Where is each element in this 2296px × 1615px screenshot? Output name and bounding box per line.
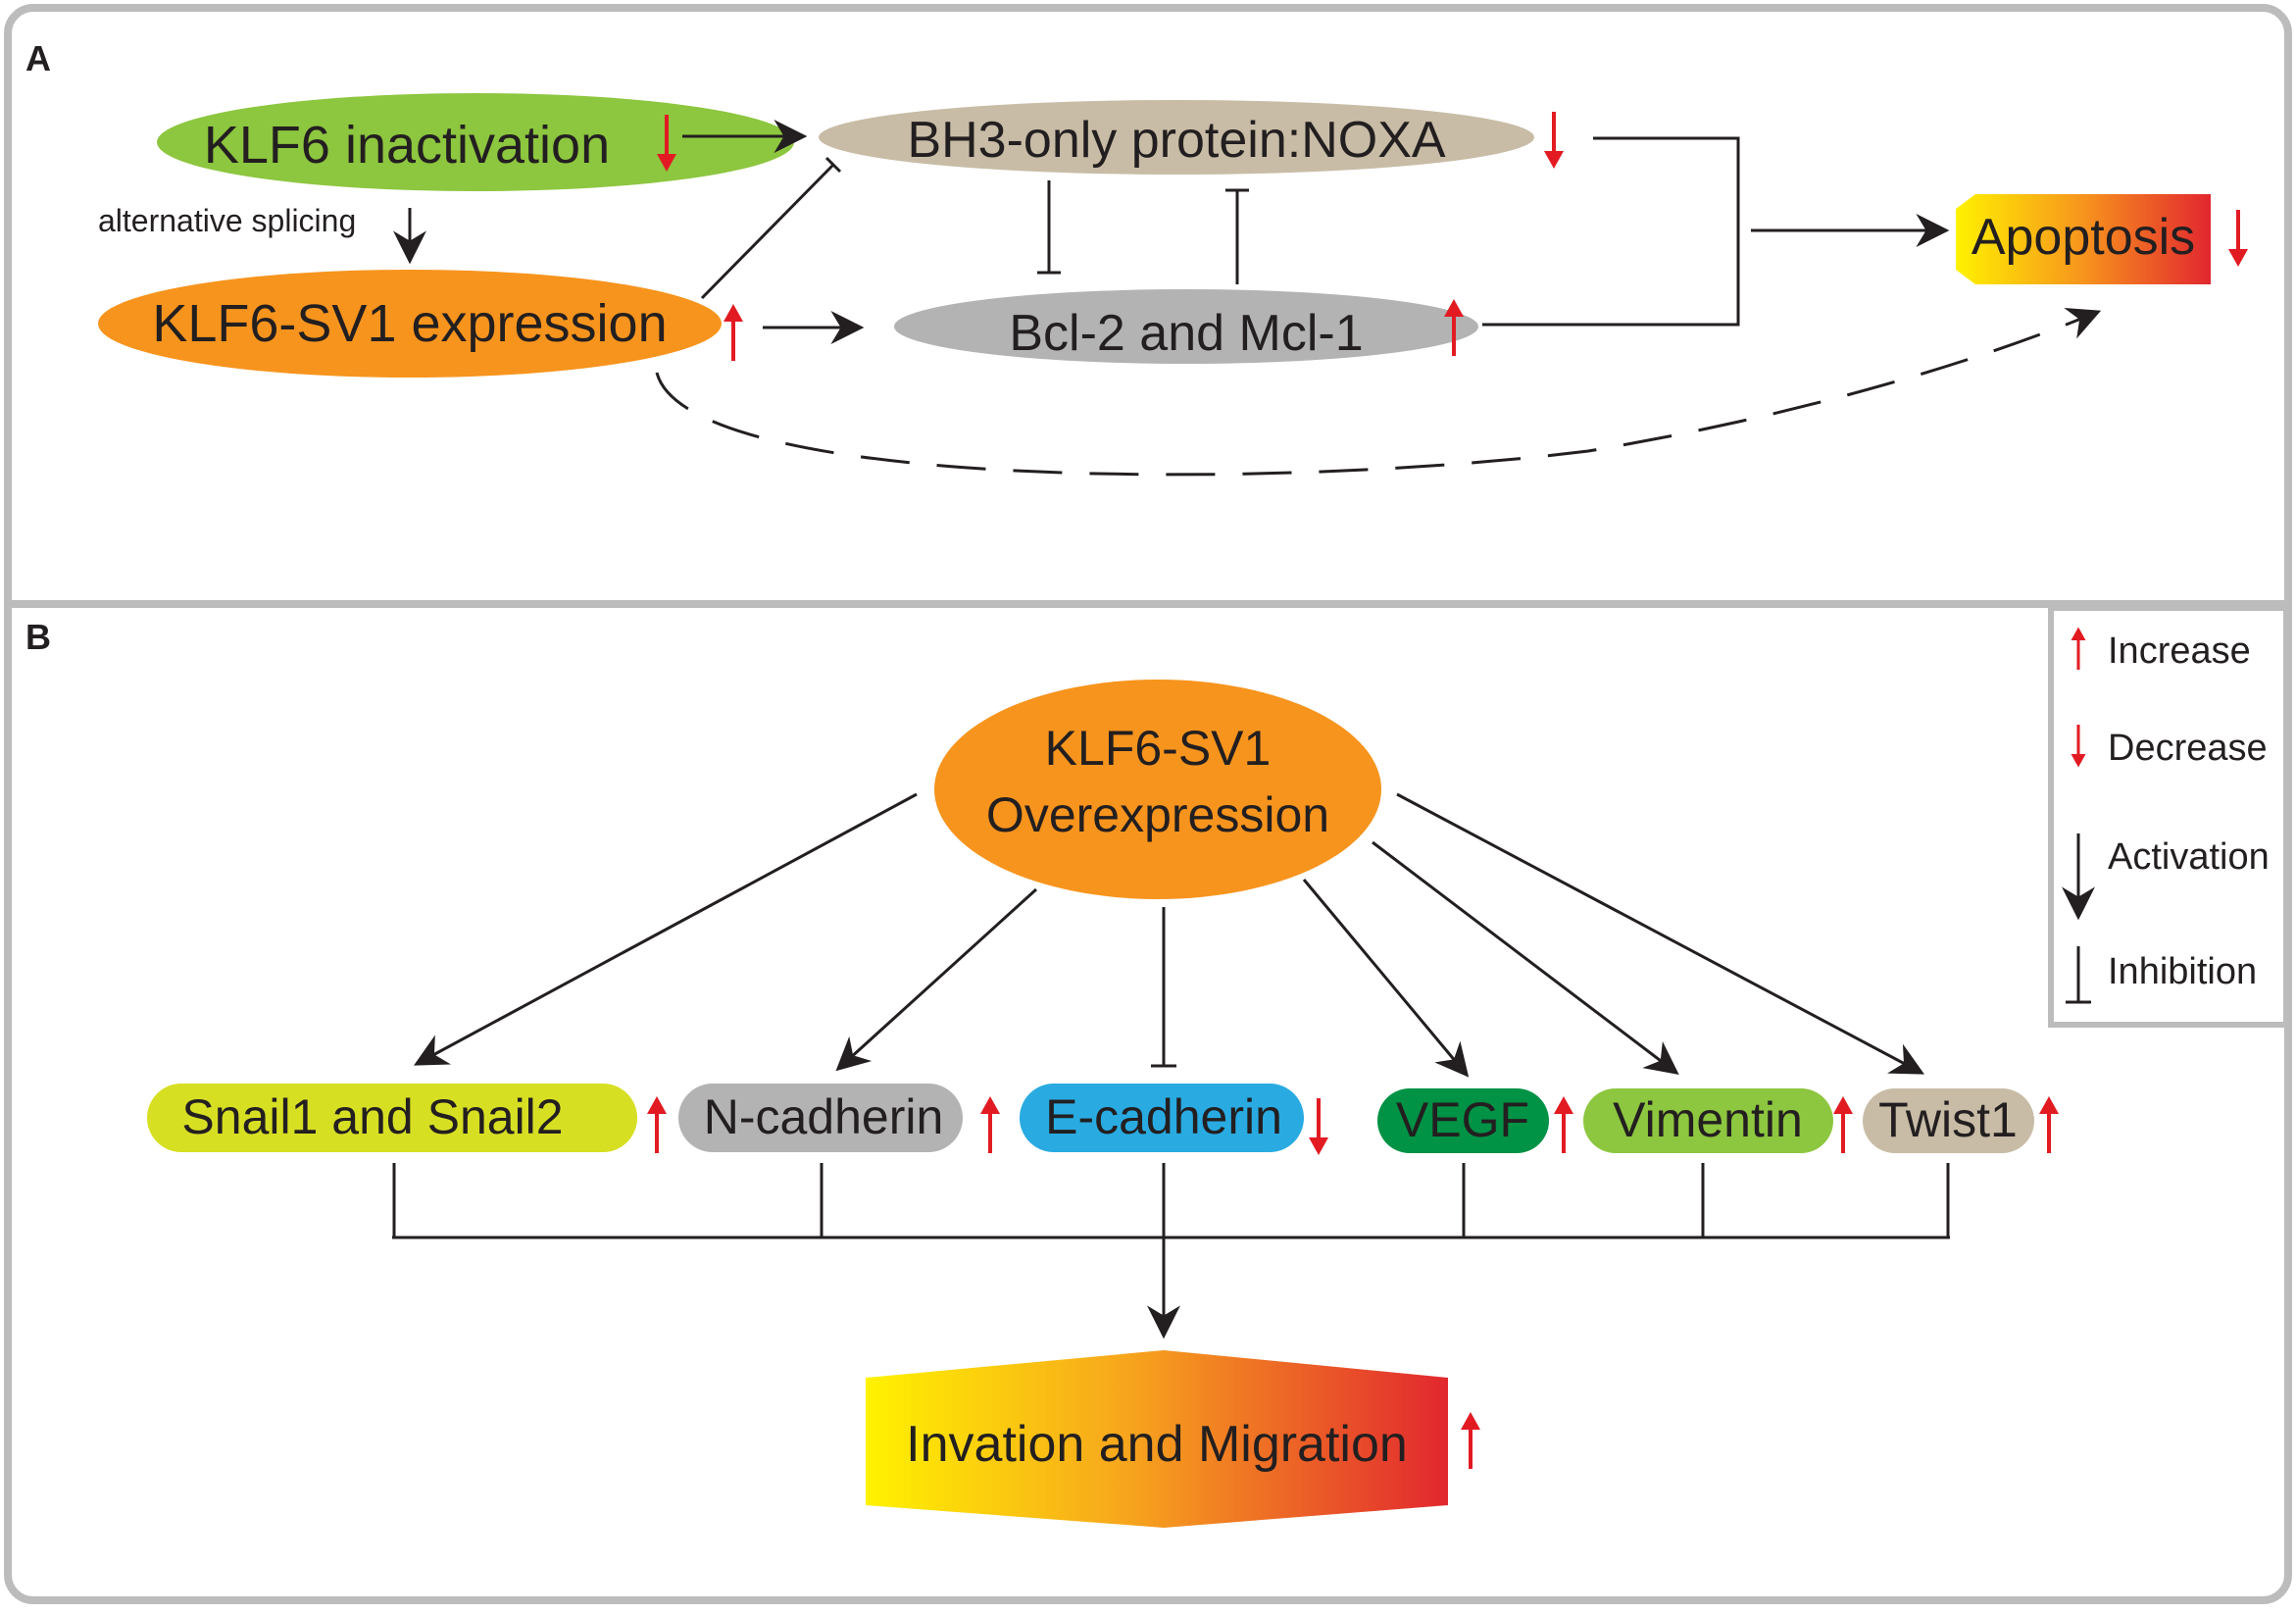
bh3-noxa-node: BH3-only protein:NOXA — [819, 100, 1534, 175]
ecadherin-node: E-cadherin — [1020, 1084, 1304, 1152]
legend: Increase Decrease Activation Inhibition — [2048, 605, 2289, 1028]
vegf-label: VEGF — [1396, 1092, 1529, 1147]
legend-activation-label: Activation — [2108, 836, 2270, 878]
snail-increase-arrow — [645, 1094, 669, 1155]
twist1-increase-arrow — [2037, 1094, 2061, 1155]
bh3-noxa-ellipse — [819, 100, 1534, 175]
vegf-pill — [1377, 1088, 1549, 1153]
ecadherin-decrease-arrow — [1307, 1096, 1330, 1157]
apoptosis-node: Apoptosis — [1956, 194, 2211, 284]
legend-increase-label: Increase — [2108, 631, 2251, 672]
panel-b-label: B — [25, 617, 51, 657]
outcome-increase-arrow — [1459, 1410, 1482, 1471]
vimentin-label: Vimentin — [1613, 1092, 1803, 1147]
overexpression-to-ncadherin-arrow — [835, 887, 1038, 1072]
overexpression-to-vegf-arrow — [1302, 879, 1470, 1078]
overexpression-line2: Overexpression — [986, 787, 1329, 842]
klf6-inactivation-ellipse — [157, 93, 794, 191]
overexpression-to-twist1-arrow — [1396, 792, 1925, 1075]
klf6-sv1-expression-node: KLF6-SV1 expression — [98, 270, 722, 378]
legend-inhibition-label: Inhibition — [2108, 951, 2257, 992]
ecadherin-pill — [1020, 1084, 1304, 1152]
snail-pill — [147, 1084, 637, 1152]
bh3-noxa-label: BH3-only protein:NOXA — [907, 112, 1445, 169]
klf6-sv1-expression-ellipse — [98, 270, 722, 378]
snail-node: Snail1 and Snail2 — [147, 1084, 637, 1152]
apoptosis-box — [1956, 194, 2211, 284]
klf6-sv1-expression-label: KLF6-SV1 expression — [152, 294, 667, 353]
overexpression-ellipse — [934, 680, 1381, 899]
klf6-inactivation-label: KLF6 inactivation — [204, 116, 610, 175]
panel-a-label: A — [25, 38, 51, 78]
twist1-pill — [1863, 1088, 2034, 1153]
bcl2-mcl1-node: Bcl-2 and Mcl-1 — [894, 289, 1478, 364]
sv1-to-apoptosis-dashed-arrow — [655, 307, 2102, 477]
vimentin-pill — [1583, 1088, 1833, 1153]
apoptosis-label: Apoptosis — [1972, 209, 2195, 266]
ecadherin-label: E-cadherin — [1045, 1089, 1282, 1144]
sv1-inhibits-noxa — [700, 163, 835, 300]
vegf-node: VEGF — [1377, 1088, 1549, 1153]
klf6-inactivation-node: KLF6 inactivation — [157, 93, 794, 191]
ncadherin-node: N-cadherin — [678, 1084, 963, 1152]
bcl2-mcl1-ellipse — [894, 289, 1478, 364]
merge-bracket — [1482, 136, 1740, 327]
vegf-increase-arrow — [1552, 1094, 1575, 1155]
klf6-sv1-increase-arrow — [722, 302, 745, 363]
vimentin-node: Vimentin — [1583, 1088, 1833, 1153]
ncadherin-increase-arrow — [978, 1094, 1002, 1155]
ncadherin-label: N-cadherin — [704, 1089, 944, 1144]
legend-decrease-label: Decrease — [2108, 728, 2268, 769]
ncadherin-pill — [678, 1084, 963, 1152]
vimentin-increase-arrow — [1831, 1094, 1855, 1155]
apoptosis-decrease-arrow — [2226, 208, 2250, 269]
legend-box — [2048, 605, 2289, 1028]
twist1-node: Twist1 — [1863, 1088, 2034, 1153]
twist1-label: Twist1 — [1878, 1092, 2018, 1147]
bcl2-mcl1-label: Bcl-2 and Mcl-1 — [1009, 305, 1363, 362]
alternative-splicing-label: alternative splicing — [98, 203, 356, 238]
outcome-bracket — [392, 1163, 1950, 1239]
sv1-inhibits-noxa-bar — [824, 156, 842, 174]
outcome-box — [866, 1350, 1448, 1528]
snail-label: Snail1 and Snail2 — [181, 1089, 563, 1144]
overexpression-line1: KLF6-SV1 — [1045, 721, 1272, 776]
overexpression-to-snail-arrow — [414, 792, 918, 1066]
overexpression-to-vimentin-arrow — [1372, 840, 1679, 1076]
outcome-label: Invation and Migration — [906, 1416, 1408, 1473]
outcome-node: Invation and Migration — [866, 1350, 1448, 1528]
overexpression-node: KLF6-SV1 Overexpression — [934, 680, 1381, 899]
noxa-decrease-arrow — [1542, 110, 1566, 171]
